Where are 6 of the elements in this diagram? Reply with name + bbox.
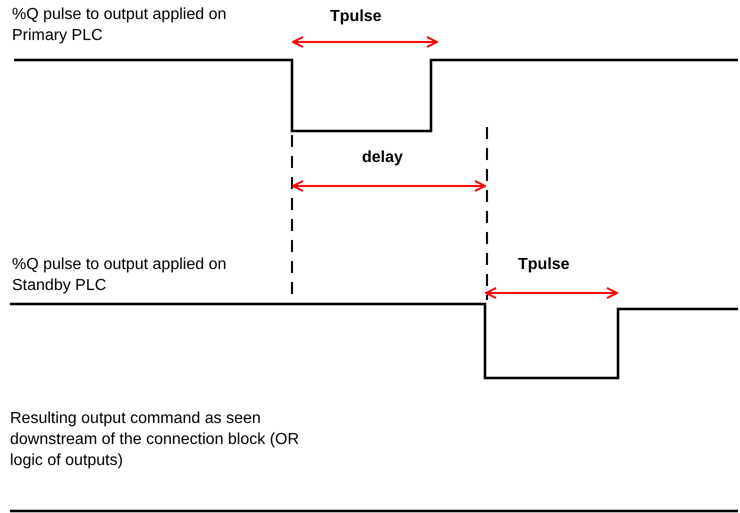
- signal-label: Resulting output command as seen downstream of the connection block (OR logic of outputs): [10, 409, 300, 471]
- duration-label: Tpulse: [330, 7, 382, 27]
- signal-label: %Q pulse to output applied on Primary PLC: [12, 5, 228, 46]
- duration-label: delay: [362, 148, 403, 168]
- signal-label: %Q pulse to output applied on Standby PLC: [12, 255, 228, 296]
- duration-label: Tpulse: [518, 255, 570, 275]
